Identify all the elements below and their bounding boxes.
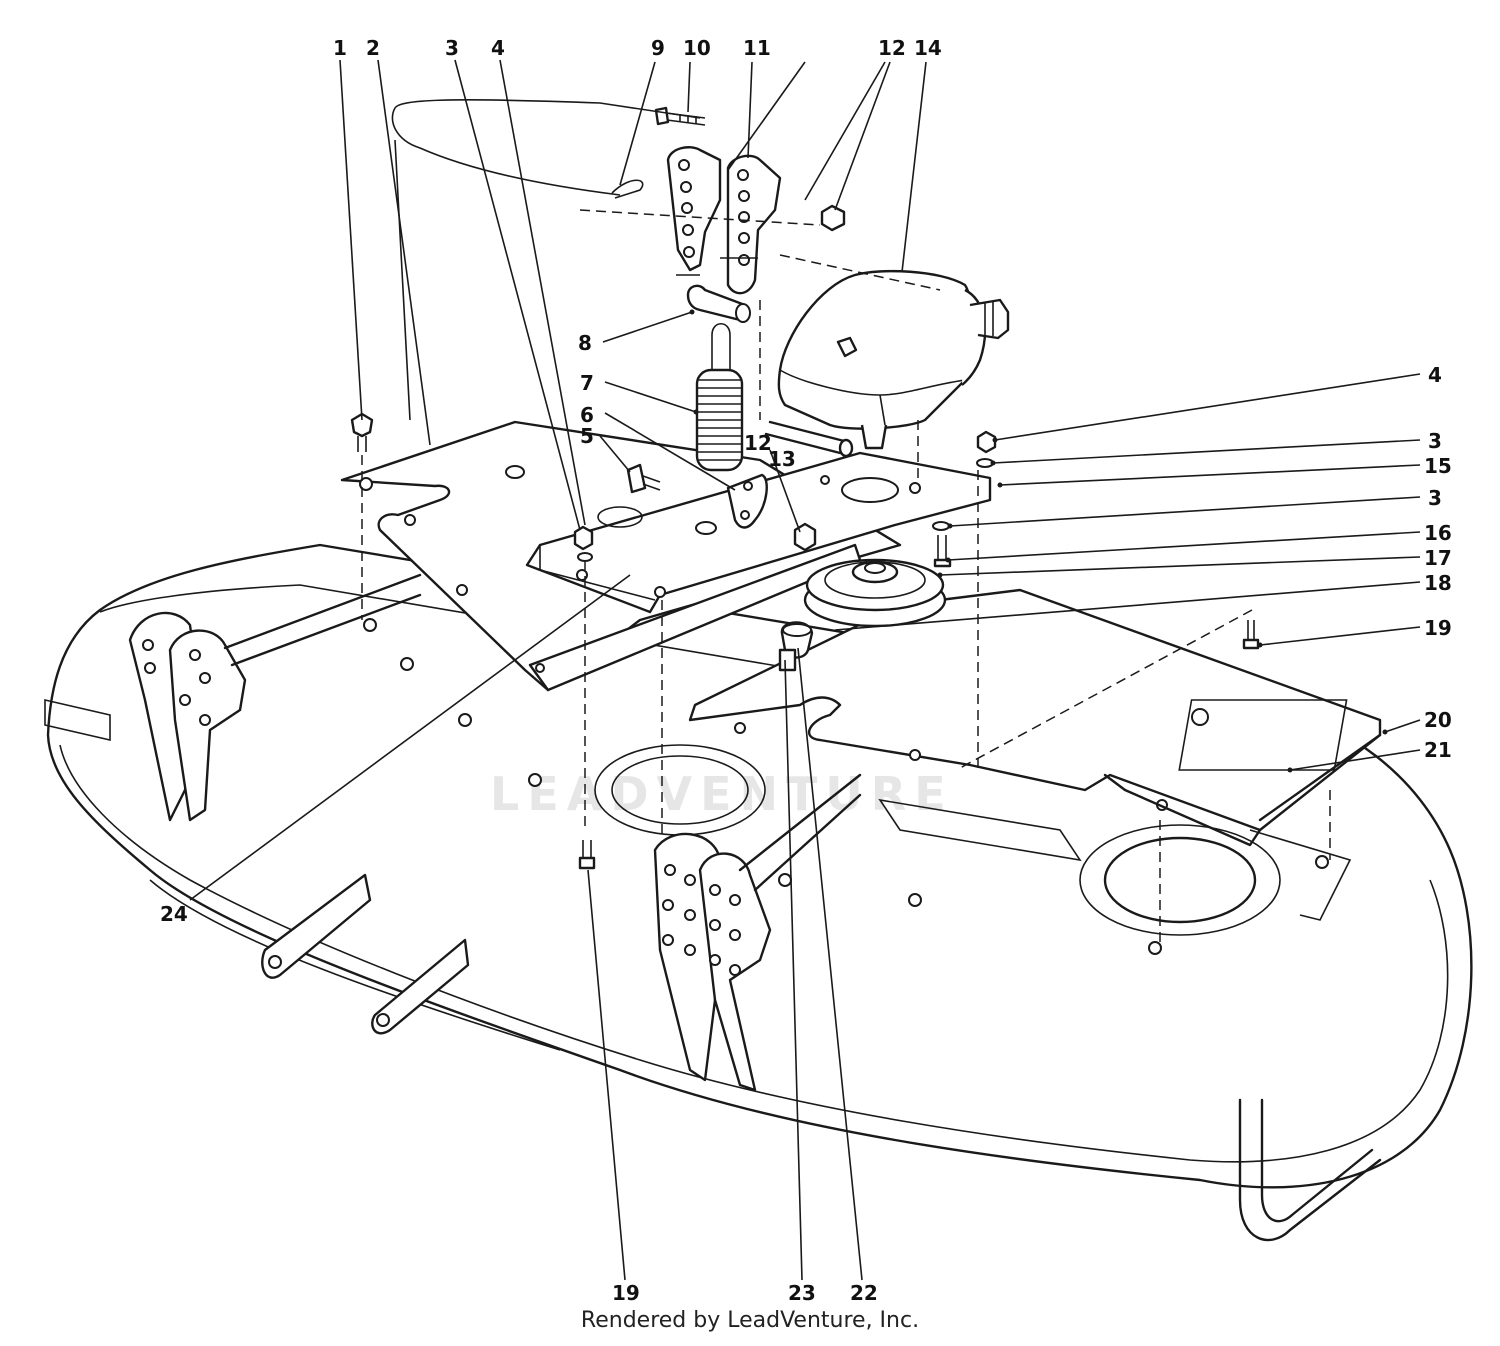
callout-labels: 1 2 3 4 9 10 11 12 14 8 7 6 5 12 13 4 3 … bbox=[160, 36, 1452, 1305]
idler-arm bbox=[726, 473, 768, 529]
callout-11: 11 bbox=[743, 36, 771, 60]
callout-3-right-a: 3 bbox=[1428, 429, 1442, 453]
callout-22: 22 bbox=[850, 1281, 878, 1305]
left-lift-links bbox=[44, 573, 470, 1035]
leader-lines bbox=[189, 59, 1421, 1281]
gearbox-mount-channel bbox=[525, 451, 992, 614]
assembly-lines bbox=[361, 99, 1331, 945]
callout-9: 9 bbox=[651, 36, 665, 60]
center-lift-links bbox=[653, 773, 862, 1092]
hitch-brackets bbox=[666, 146, 782, 295]
drive-shaft bbox=[764, 420, 854, 458]
callout-3-right-b: 3 bbox=[1428, 486, 1442, 510]
callout-4-right: 4 bbox=[1428, 363, 1442, 387]
credit-line: Rendered by LeadVenture, Inc. bbox=[580, 1308, 920, 1333]
callout-23: 23 bbox=[788, 1281, 816, 1305]
callout-5: 5 bbox=[580, 424, 594, 448]
callout-4: 4 bbox=[491, 36, 505, 60]
callout-3: 3 bbox=[445, 36, 459, 60]
callout-7: 7 bbox=[580, 371, 594, 395]
hitch-pin bbox=[686, 284, 751, 323]
gearbox bbox=[777, 269, 1010, 450]
shoulder-bolt bbox=[626, 463, 661, 494]
callout-17: 17 bbox=[1424, 546, 1452, 570]
callout-10: 10 bbox=[683, 36, 711, 60]
callout-6: 6 bbox=[580, 403, 594, 427]
cotter-pin bbox=[611, 179, 644, 199]
callout-8: 8 bbox=[578, 331, 592, 355]
hitch-bolt bbox=[654, 106, 706, 126]
callout-12: 12 bbox=[878, 36, 906, 60]
deck-hitch-bar bbox=[1238, 1098, 1382, 1242]
callout-19-right: 19 bbox=[1424, 616, 1452, 640]
callout-16: 16 bbox=[1424, 521, 1452, 545]
spindle-pulley bbox=[803, 558, 947, 628]
callout-15: 15 bbox=[1424, 454, 1452, 478]
watermark-text: LEADVENTURE bbox=[490, 767, 954, 821]
washers bbox=[577, 458, 994, 562]
callout-12-lower: 12 bbox=[744, 431, 772, 455]
callout-21: 21 bbox=[1424, 738, 1452, 762]
belt-guard-plate bbox=[688, 588, 1382, 847]
hex-nuts bbox=[573, 204, 997, 552]
carriage-bolts bbox=[350, 412, 1260, 870]
idler-knob bbox=[780, 621, 814, 659]
callout-18: 18 bbox=[1424, 571, 1452, 595]
callout-2: 2 bbox=[366, 36, 380, 60]
callout-1: 1 bbox=[333, 36, 347, 60]
callout-19-bottom: 19 bbox=[612, 1281, 640, 1305]
callout-13: 13 bbox=[768, 447, 796, 471]
tension-spring bbox=[695, 322, 744, 472]
callout-24: 24 bbox=[160, 902, 188, 926]
leader-dots bbox=[689, 309, 1388, 773]
callout-20: 20 bbox=[1424, 708, 1452, 732]
callout-14: 14 bbox=[914, 36, 942, 60]
